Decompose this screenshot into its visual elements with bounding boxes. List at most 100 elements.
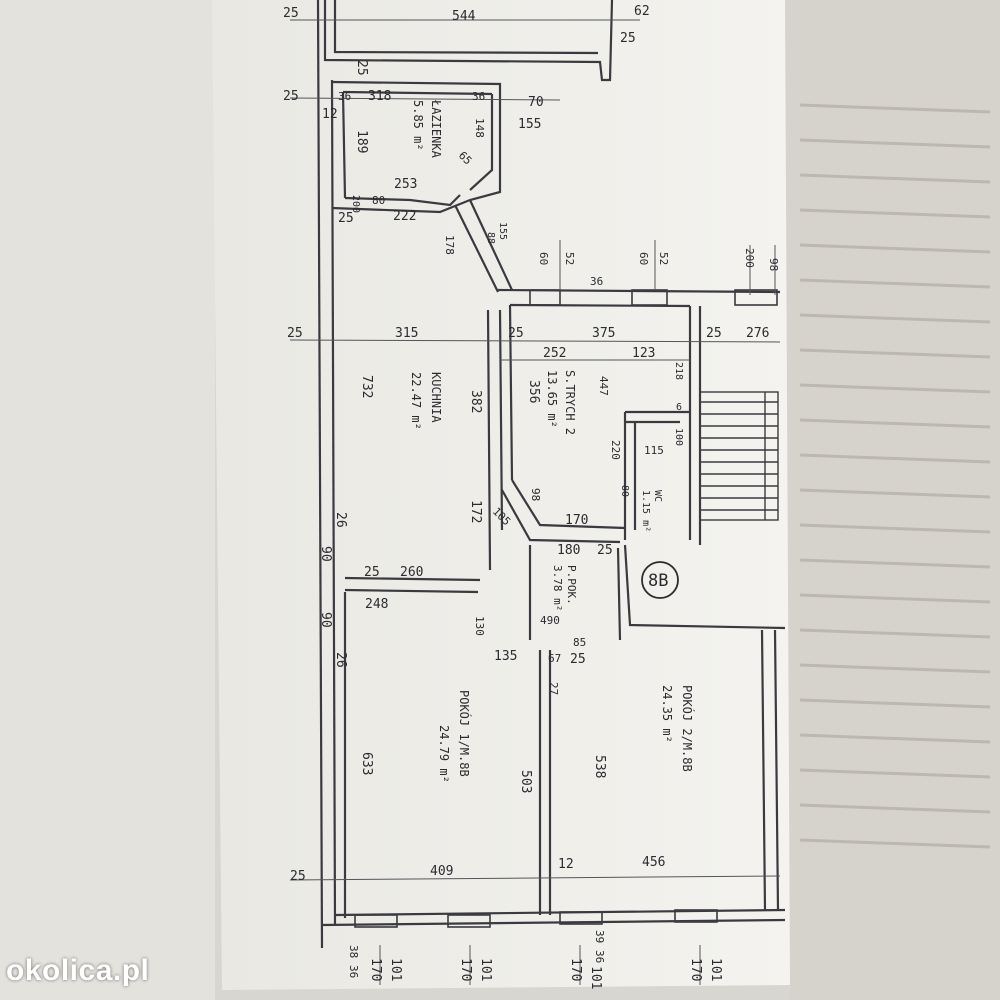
dim-label: 67 bbox=[548, 652, 561, 665]
dim-label: 172 bbox=[468, 500, 483, 523]
dim-label: 26 bbox=[333, 512, 348, 528]
dim-label: 155 bbox=[518, 117, 541, 132]
dim-label: 27 bbox=[547, 682, 560, 695]
dim-label: 315 bbox=[395, 326, 418, 341]
dim-label: 25 bbox=[283, 89, 299, 104]
dim-label: 503 bbox=[518, 770, 533, 793]
dim-label: 36 bbox=[347, 965, 360, 978]
dim-label: 101 bbox=[708, 958, 723, 981]
dim-label: 148 bbox=[473, 118, 486, 138]
dim-label: 60 bbox=[637, 252, 650, 265]
dim-label: 80 bbox=[619, 485, 630, 497]
room-name-wc: WC bbox=[652, 490, 663, 502]
right-page bbox=[780, 0, 1000, 1000]
dim-label: 25 bbox=[364, 565, 380, 580]
dimension-lines bbox=[289, 19, 781, 985]
dim-label: 409 bbox=[430, 864, 453, 879]
dim-label: 218 bbox=[673, 362, 684, 380]
dim-label: 25 bbox=[290, 869, 306, 884]
dim-label: 36 bbox=[472, 90, 485, 103]
room-kuchnia: KUCHNIA 22.47 m² bbox=[409, 372, 443, 430]
room-area-wc: 1.15 m² bbox=[640, 490, 651, 532]
room-name-pokoj1: POKÓJ 1/M.8B bbox=[457, 690, 472, 777]
dim-label: 318 bbox=[368, 89, 391, 104]
dim-label: 220 bbox=[609, 440, 622, 460]
room-area-pokoj2: 24.35 m² bbox=[660, 685, 674, 743]
dim-label: 633 bbox=[359, 752, 374, 775]
dim-label: 25 bbox=[283, 6, 299, 21]
dim-label: 253 bbox=[394, 177, 417, 192]
back-page bbox=[0, 0, 215, 1000]
room-name-lazienka: ŁAZIENKA bbox=[429, 99, 443, 159]
dim-label: 26 bbox=[333, 652, 348, 668]
right-page-text-lines bbox=[799, 103, 991, 849]
dim-label: 170 bbox=[565, 513, 588, 528]
dim-label: 80 bbox=[372, 194, 385, 207]
dim-label: 101 bbox=[478, 958, 493, 981]
dim-label: 100 bbox=[673, 428, 684, 446]
watermark: okolica.pl bbox=[6, 954, 150, 987]
dim-label: 170 bbox=[368, 958, 383, 981]
room-strych: S.TRYCH 2 13.65 m² bbox=[545, 370, 577, 435]
dim-label: 6 bbox=[676, 402, 682, 413]
room-pokoj2: POKÓJ 2/M.8B 24.35 m² bbox=[660, 685, 695, 772]
dim-label: 456 bbox=[642, 855, 665, 870]
dim-label: 25 bbox=[570, 652, 586, 667]
dim-label: 180 bbox=[557, 543, 580, 558]
dim-label: 538 bbox=[592, 755, 607, 778]
dim-label: 25 bbox=[597, 543, 613, 558]
dim-label: 52 bbox=[563, 252, 576, 265]
dim-label: 88 bbox=[485, 232, 496, 244]
dim-label: 135 bbox=[494, 649, 517, 664]
dim-label: 36 bbox=[590, 275, 603, 288]
dim-label: 356 bbox=[526, 380, 541, 403]
dim-label: 25 bbox=[620, 31, 636, 46]
dim-label: 252 bbox=[543, 346, 566, 361]
dim-label: 25 bbox=[338, 211, 354, 226]
dim-label: 130 bbox=[473, 616, 486, 636]
dim-label: 25 bbox=[706, 326, 722, 341]
dim-label: 12 bbox=[558, 857, 574, 872]
dim-label: 90 bbox=[318, 612, 333, 628]
dim-label: 39 bbox=[593, 930, 606, 943]
room-area-lazienka: 5.85 m² bbox=[411, 100, 425, 151]
dim-label: 544 bbox=[452, 9, 476, 24]
dim-label: 200 bbox=[743, 248, 756, 268]
dim-label: 375 bbox=[592, 326, 615, 341]
dim-label: 52 bbox=[657, 252, 670, 265]
dim-label: 178 bbox=[443, 235, 456, 255]
dim-label: 101 bbox=[388, 958, 403, 981]
dim-label: 222 bbox=[393, 209, 416, 224]
dim-label: 101 bbox=[588, 966, 603, 989]
dimension-labels: 25 544 62 25 25 25 36 318 36 70 12 189 1… bbox=[283, 4, 780, 989]
dim-label: 732 bbox=[359, 375, 374, 398]
room-lazienka: ŁAZIENKA 5.85 m² bbox=[411, 99, 443, 159]
dim-label: 155 bbox=[497, 222, 508, 240]
dim-label: 62 bbox=[634, 4, 650, 19]
dim-label: 170 bbox=[458, 958, 473, 981]
dim-label: 90 bbox=[318, 546, 333, 562]
dim-label: 276 bbox=[746, 326, 769, 341]
dim-label: 38 bbox=[347, 945, 360, 958]
dim-label: 70 bbox=[528, 95, 544, 110]
dim-label: 170 bbox=[568, 958, 583, 981]
room-wc: WC 1.15 m² bbox=[640, 490, 663, 532]
dim-label: 248 bbox=[365, 597, 388, 612]
dim-label: 25 bbox=[508, 326, 524, 341]
dim-label: 25 bbox=[354, 60, 369, 76]
staircase bbox=[699, 391, 779, 521]
unit-marker-label: 8B bbox=[648, 571, 668, 591]
dim-label: 60 bbox=[537, 252, 550, 265]
dim-label: 260 bbox=[400, 565, 423, 580]
dim-label: 115 bbox=[644, 444, 664, 457]
dim-label: 200 bbox=[350, 195, 361, 213]
room-area-ppok: 3.78 m² bbox=[551, 565, 564, 611]
dim-label: 123 bbox=[632, 346, 655, 361]
unit-marker-circle bbox=[641, 561, 679, 599]
dim-label: 85 bbox=[573, 636, 586, 649]
dim-label: 382 bbox=[468, 390, 483, 413]
dim-label: 490 bbox=[540, 614, 560, 627]
dim-label: 189 bbox=[354, 130, 369, 153]
room-area-kuchnia: 22.47 m² bbox=[409, 372, 423, 430]
